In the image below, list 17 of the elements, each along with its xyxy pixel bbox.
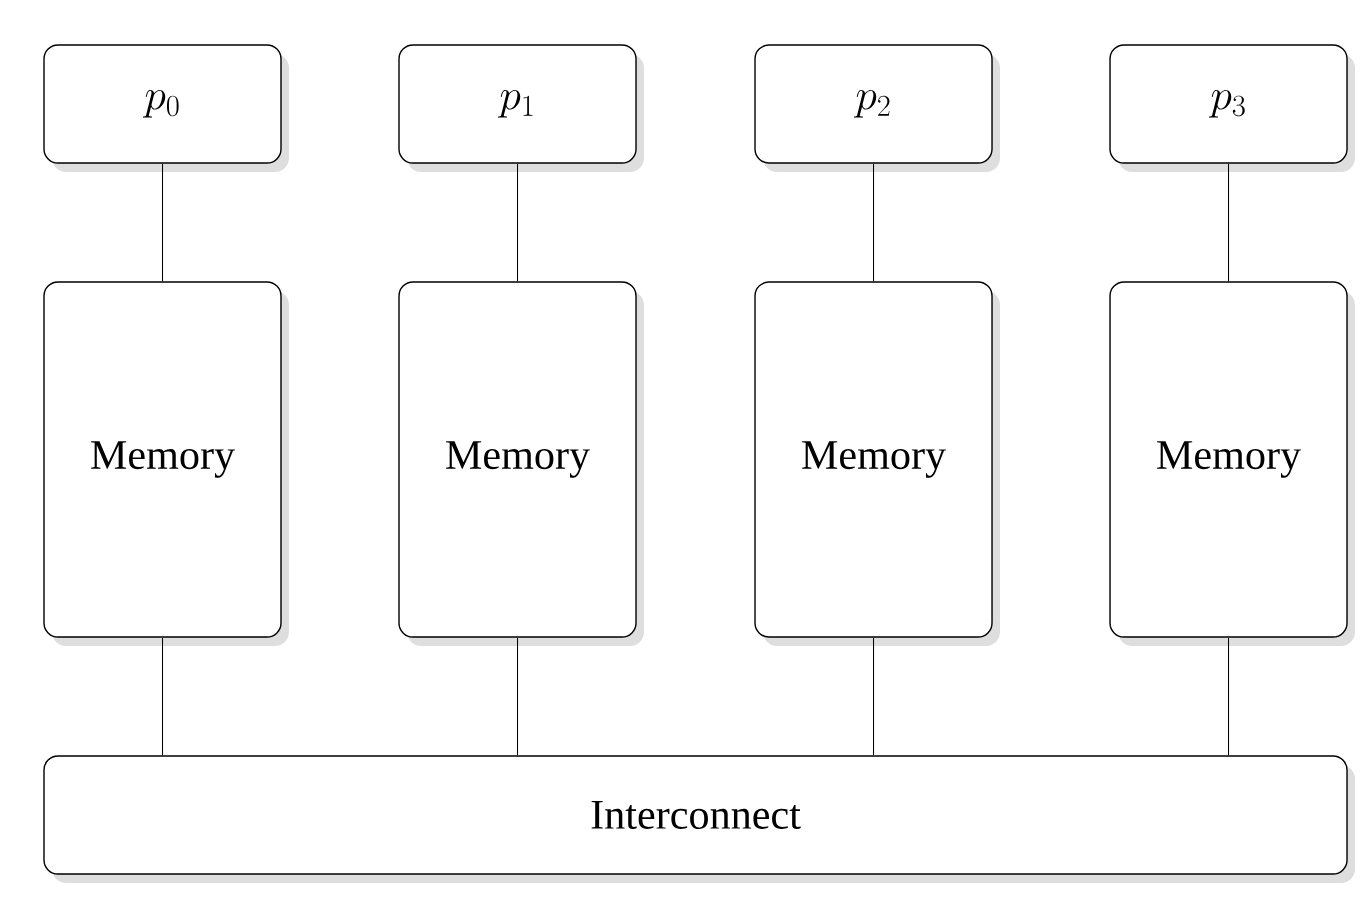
connector-line (517, 637, 519, 756)
interconnect-bar: Interconnect (43, 755, 1355, 883)
connector-line (873, 163, 875, 282)
connector-line (1228, 637, 1230, 756)
memory-box: Memory (398, 281, 644, 646)
proc-box: $p_0$ (43, 44, 289, 172)
connector-line (873, 637, 875, 756)
connector-line (1228, 163, 1230, 282)
memory-box: Memory (43, 281, 289, 646)
proc-box: $p_1$ (398, 44, 644, 172)
proc-box: $p_2$ (754, 44, 1000, 172)
memory-box: Memory (1109, 281, 1355, 646)
connector-line (162, 637, 164, 756)
proc-box: $p_3$ (1109, 44, 1355, 172)
connector-line (517, 163, 519, 282)
connector-line (162, 163, 164, 282)
memory-box: Memory (754, 281, 1000, 646)
